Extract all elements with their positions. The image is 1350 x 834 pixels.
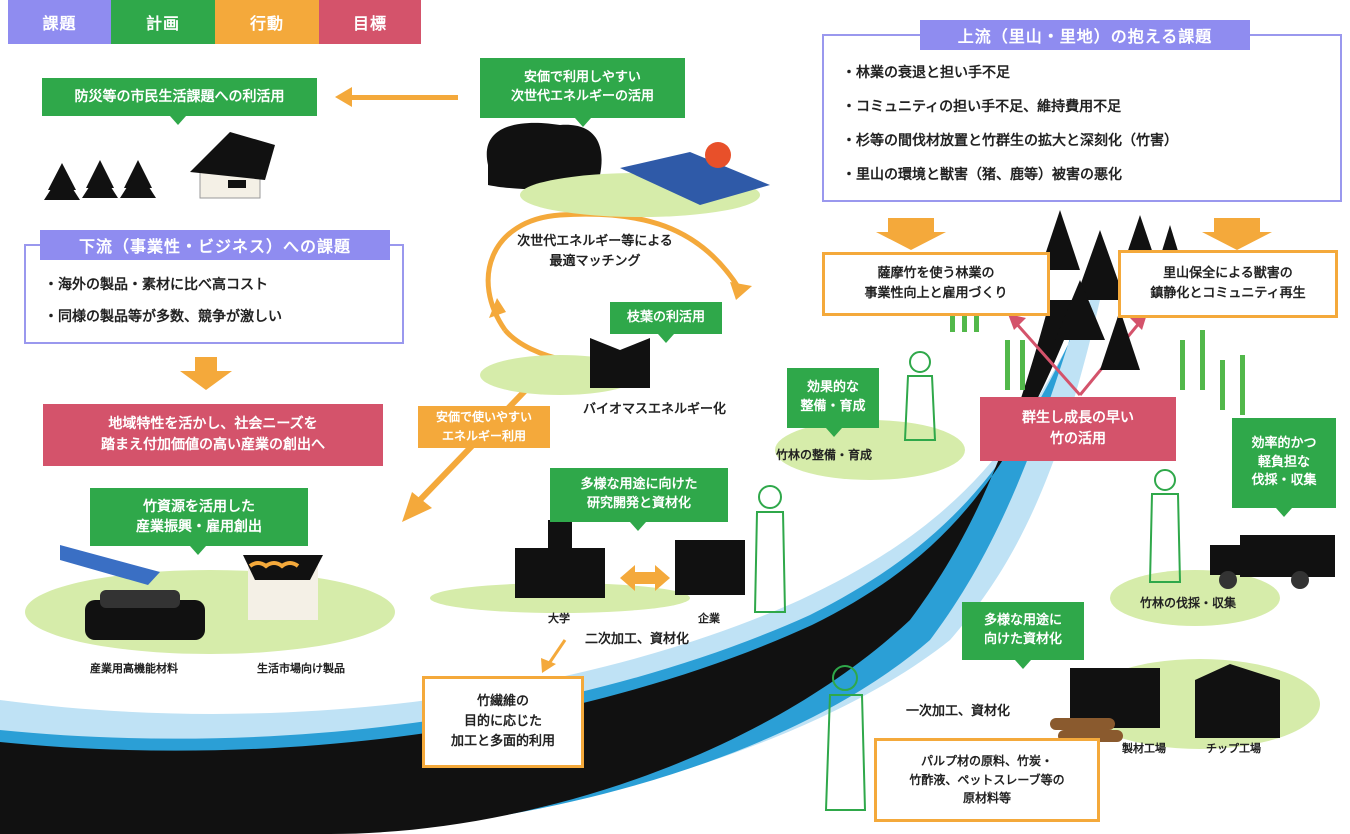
upstream-issue-item: ・林業の衰退と担い手不足	[842, 65, 1010, 81]
leaves-label: 枝葉の利活用	[610, 302, 722, 334]
legend-goal: 目標	[319, 0, 421, 44]
upstream-issue-item: ・里山の環境と獣害（猪、鹿等）被害の悪化	[842, 167, 1122, 183]
conservation-action-box: 里山保全による獣害の 鎮静化とコミュニティ再生	[1118, 250, 1338, 318]
primary-caption: 一次加工、資材化	[906, 704, 1011, 719]
upstream-issue-title: 上流（里山・里地）の抱える課題	[920, 20, 1250, 50]
maintenance-label: 効果的な 整備・育成	[787, 368, 879, 428]
bamboo-cut-caption: 竹林の伐採・収集	[1140, 596, 1237, 610]
industry-label: 竹資源を活用した 産業振興・雇用創出	[90, 488, 308, 546]
legend-plan: 計画	[111, 0, 215, 44]
company-caption: 企業	[698, 612, 720, 625]
building-icons	[515, 520, 745, 598]
upstream-issue-item: ・コミュニティの担い手不足、維持費用不足	[842, 99, 1122, 115]
house-icon	[190, 132, 275, 199]
forestry-action-box: 薩摩竹を使う林業の 事業性向上と雇用づくり	[822, 252, 1050, 316]
fiber-action-box: 竹繊維の 目的に応じた 加工と多面的利用	[422, 676, 584, 768]
upstream-issue-item: ・杉等の間伐材放置と竹群生の拡大と深刻化（竹害）	[842, 133, 1178, 149]
tree-icons	[44, 160, 156, 200]
chip-caption: チップ工場	[1206, 742, 1261, 755]
university-caption: 大学	[548, 612, 570, 625]
downstream-issue-box: ・海外の製品・素材に比べ高コスト ・同様の製品等が多数、競争が激しい	[24, 244, 404, 344]
downstream-issue-item: ・同様の製品等が多数、競争が激しい	[44, 309, 282, 325]
bamboo-goal-label: 群生し成長の早い 竹の活用	[980, 397, 1176, 461]
raw-material-action-box: パルプ材の原料、竹炭・ 竹酢液、ペットスレーブ等の 原材料等	[874, 738, 1100, 822]
industrial-caption: 産業用高機能材料	[90, 662, 178, 675]
energy-label: 安価で利用しやすい 次世代エネルギーの活用	[480, 58, 685, 118]
materials-label: 多様な用途に 向けた資材化	[962, 602, 1084, 660]
disaster-label: 防災等の市民生活課題への利活用	[42, 78, 317, 116]
factory-icon	[590, 338, 650, 388]
energy-use-label: 安価で使いやすい エネルギー利用	[418, 406, 550, 448]
person-icons	[753, 351, 1182, 811]
downstream-issue-title: 下流（事業性・ビジネス）への課題	[40, 230, 390, 260]
consumer-caption: 生活市場向け製品	[257, 662, 345, 675]
truck-icon	[1210, 535, 1335, 589]
mill-icons	[1070, 664, 1280, 738]
biomass-caption: バイオマスエネルギー化	[583, 402, 727, 417]
log-icon	[1050, 718, 1123, 742]
bamboo-care-caption: 竹林の整備・育成	[776, 448, 873, 462]
matching-caption: 次世代エネルギー等による 最適マッチング	[517, 234, 673, 269]
car-plane-icons	[60, 545, 205, 640]
upstream-issue-box: ・林業の衰退と担い手不足 ・コミュニティの担い手不足、維持費用不足 ・杉等の間伐…	[822, 34, 1342, 202]
harvest-label: 効率的かつ 軽負担な 伐採・収集	[1232, 418, 1336, 508]
home-family-icon	[243, 555, 323, 620]
sawmill-caption: 製材工場	[1122, 742, 1166, 755]
legend-action: 行動	[215, 0, 319, 44]
bamboo-icons	[950, 312, 1245, 415]
secondary-caption: 二次加工、資材化	[585, 632, 690, 647]
research-label: 多様な用途に向けた 研究開発と資材化	[550, 468, 728, 522]
energy-icons	[486, 122, 770, 217]
downstream-issue-item: ・海外の製品・素材に比べ高コスト	[44, 277, 268, 293]
legend-issue: 課題	[8, 0, 111, 44]
region-goal-label: 地域特性を活かし、社会ニーズを 踏まえ付加価値の高い産業の創出へ	[43, 404, 383, 466]
